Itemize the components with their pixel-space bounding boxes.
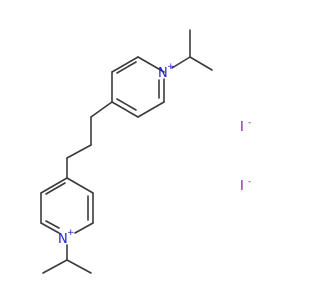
- bottom-nitrogen-charge: +: [67, 228, 75, 238]
- top-nitrogen-label: N: [158, 66, 168, 81]
- double-bond-inner: [45, 182, 66, 195]
- iodide-1-charge: -: [248, 118, 251, 128]
- bond: [189, 56, 213, 71]
- bottom-nitrogen-label: N: [58, 232, 68, 247]
- iodide-ion-1: I -: [240, 118, 251, 135]
- bond: [66, 177, 94, 194]
- top-nitrogen-charge: +: [167, 62, 175, 72]
- bond: [74, 222, 94, 234]
- propyl-linker: [66, 101, 113, 179]
- iodide-2-label: I: [240, 179, 244, 194]
- bond: [40, 222, 60, 234]
- bond: [90, 101, 113, 118]
- bond: [42, 259, 68, 274]
- bond: [111, 101, 139, 118]
- bond: [137, 101, 165, 118]
- bond: [111, 56, 139, 73]
- bottom-pyridinium-ring: [40, 177, 94, 234]
- molecule-diagram: N + N + I -: [40, 29, 251, 274]
- iodide-2-charge: -: [248, 177, 251, 187]
- top-isopropyl-group: [171, 29, 213, 71]
- structure-svg: N + N + I -: [40, 29, 251, 274]
- bond: [137, 56, 165, 73]
- bottom-isopropyl-group: [42, 244, 92, 274]
- bond: [66, 259, 92, 274]
- double-bond-inner: [116, 98, 137, 111]
- iodide-1-label: I: [240, 120, 244, 135]
- bond: [66, 144, 92, 159]
- bottom-nitrogen-atom: N +: [58, 228, 75, 247]
- bond: [171, 56, 191, 69]
- bond: [40, 177, 68, 194]
- double-bond-inner: [116, 61, 137, 74]
- top-nitrogen-atom: N +: [158, 62, 175, 81]
- top-pyridinium-ring: [111, 56, 165, 118]
- double-bond-inner: [45, 220, 60, 229]
- iodide-ion-2: I -: [240, 177, 251, 194]
